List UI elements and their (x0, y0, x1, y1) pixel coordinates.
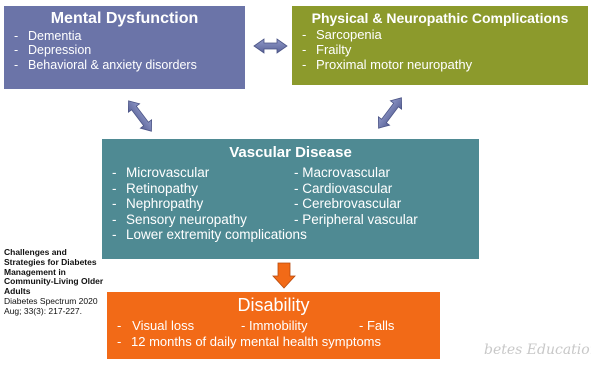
vascular-items-grid: -Microvascular - Macrovascular -Retinopa… (108, 165, 473, 243)
citation: Challenges and Strategies for Diabetes M… (4, 247, 104, 316)
bullet-dash: - (302, 41, 307, 57)
list-item: - Peripheral vascular (294, 211, 418, 227)
list-item-label: Peripheral vascular (302, 211, 418, 227)
list-item: - Cerebrovascular (294, 196, 402, 212)
citation-title: Challenges and Strategies for Diabetes M… (4, 247, 104, 297)
vascular-row: -Sensory neuropathy - Peripheral vascula… (108, 212, 473, 228)
list-item: - Immobility (241, 318, 308, 333)
list-item-label: Depression (28, 43, 92, 58)
list-item: -Retinopathy (112, 180, 199, 196)
citation-source: Diabetes Spectrum 2020 Aug; 33(3): 217-2… (4, 295, 98, 316)
mental-dysfunction-title: Mental Dysfunction (50, 10, 199, 27)
down-arrow-icon (272, 262, 296, 289)
bullet-dash: - (14, 43, 19, 58)
double-arrow-icon (127, 100, 153, 132)
list-item-label: Retinopathy (126, 180, 199, 196)
list-item: -Frailty (298, 41, 582, 58)
list-item: -Lower extremity complications (112, 227, 307, 243)
list-item: - Macrovascular (294, 165, 391, 180)
vascular-disease-box: Vascular Disease -Microvascular - Macrov… (102, 139, 479, 259)
list-item: -Sarcopenia (298, 27, 582, 43)
bullet-dash: - (302, 56, 307, 72)
list-item-label: Lower extremity complications (126, 227, 307, 243)
list-item-label: Sarcopenia (316, 27, 382, 42)
list-item: - Cardiovascular (294, 180, 393, 196)
list-item-label: Behavioral & anxiety disorders (28, 57, 197, 72)
physical-complications-box: Physical & Neuropathic Complications -Sa… (292, 6, 588, 85)
vascular-disease-title: Vascular Disease (229, 144, 352, 161)
mental-dysfunction-box: Mental Dysfunction -Dementia -Depression… (4, 6, 245, 89)
disability-title: Disability (237, 295, 310, 315)
list-item-label: Macrovascular (302, 165, 391, 180)
vascular-row: -Microvascular - Macrovascular (108, 165, 473, 181)
list-item-label: Sensory neuropathy (126, 211, 247, 227)
list-item-label: Proximal motor neuropathy (316, 56, 473, 72)
disability-box: Disability - Visual loss - Immobility - … (107, 292, 440, 359)
double-arrow-icon (377, 97, 403, 129)
list-item: -Nephropathy (112, 196, 204, 212)
list-item-label: Cardiovascular (302, 180, 393, 196)
list-item-label: Frailty (316, 41, 352, 57)
list-item-label: Falls (366, 318, 395, 333)
physical-complications-title: Physical & Neuropathic Complications (311, 10, 569, 26)
list-item: -12 months of daily mental health sympto… (117, 334, 382, 350)
list-item-label: Dementia (28, 29, 82, 43)
list-item: - Falls (359, 318, 395, 333)
list-item: -Sensory neuropathy (112, 211, 247, 227)
list-item-label: 12 months of daily mental health symptom… (131, 334, 382, 350)
vascular-row: -Retinopathy - Cardiovascular (108, 181, 473, 197)
double-arrow-icon (253, 38, 288, 54)
watermark: betes Education (484, 342, 591, 358)
bullet-dash: - (14, 57, 19, 72)
list-item: -Depression (10, 43, 239, 57)
list-item: - Visual loss (117, 318, 195, 333)
list-item-label: Nephropathy (126, 196, 204, 212)
list-item-label: Cerebrovascular (302, 196, 402, 212)
list-item: -Proximal motor neuropathy (298, 56, 582, 73)
list-item: -Behavioral & anxiety disorders (10, 58, 239, 72)
list-item-label: Immobility (248, 318, 308, 333)
bullet-dash: - (302, 27, 307, 42)
vascular-row: -Nephropathy - Cerebrovascular (108, 196, 473, 212)
list-item: -Microvascular (112, 165, 210, 180)
disability-row: - Visual loss - Immobility - Falls (113, 318, 434, 334)
list-item-label: Microvascular (126, 165, 210, 180)
list-item-label: Visual loss (132, 318, 195, 333)
bullet-dash: - (14, 29, 19, 43)
list-item: -Dementia (10, 29, 239, 43)
